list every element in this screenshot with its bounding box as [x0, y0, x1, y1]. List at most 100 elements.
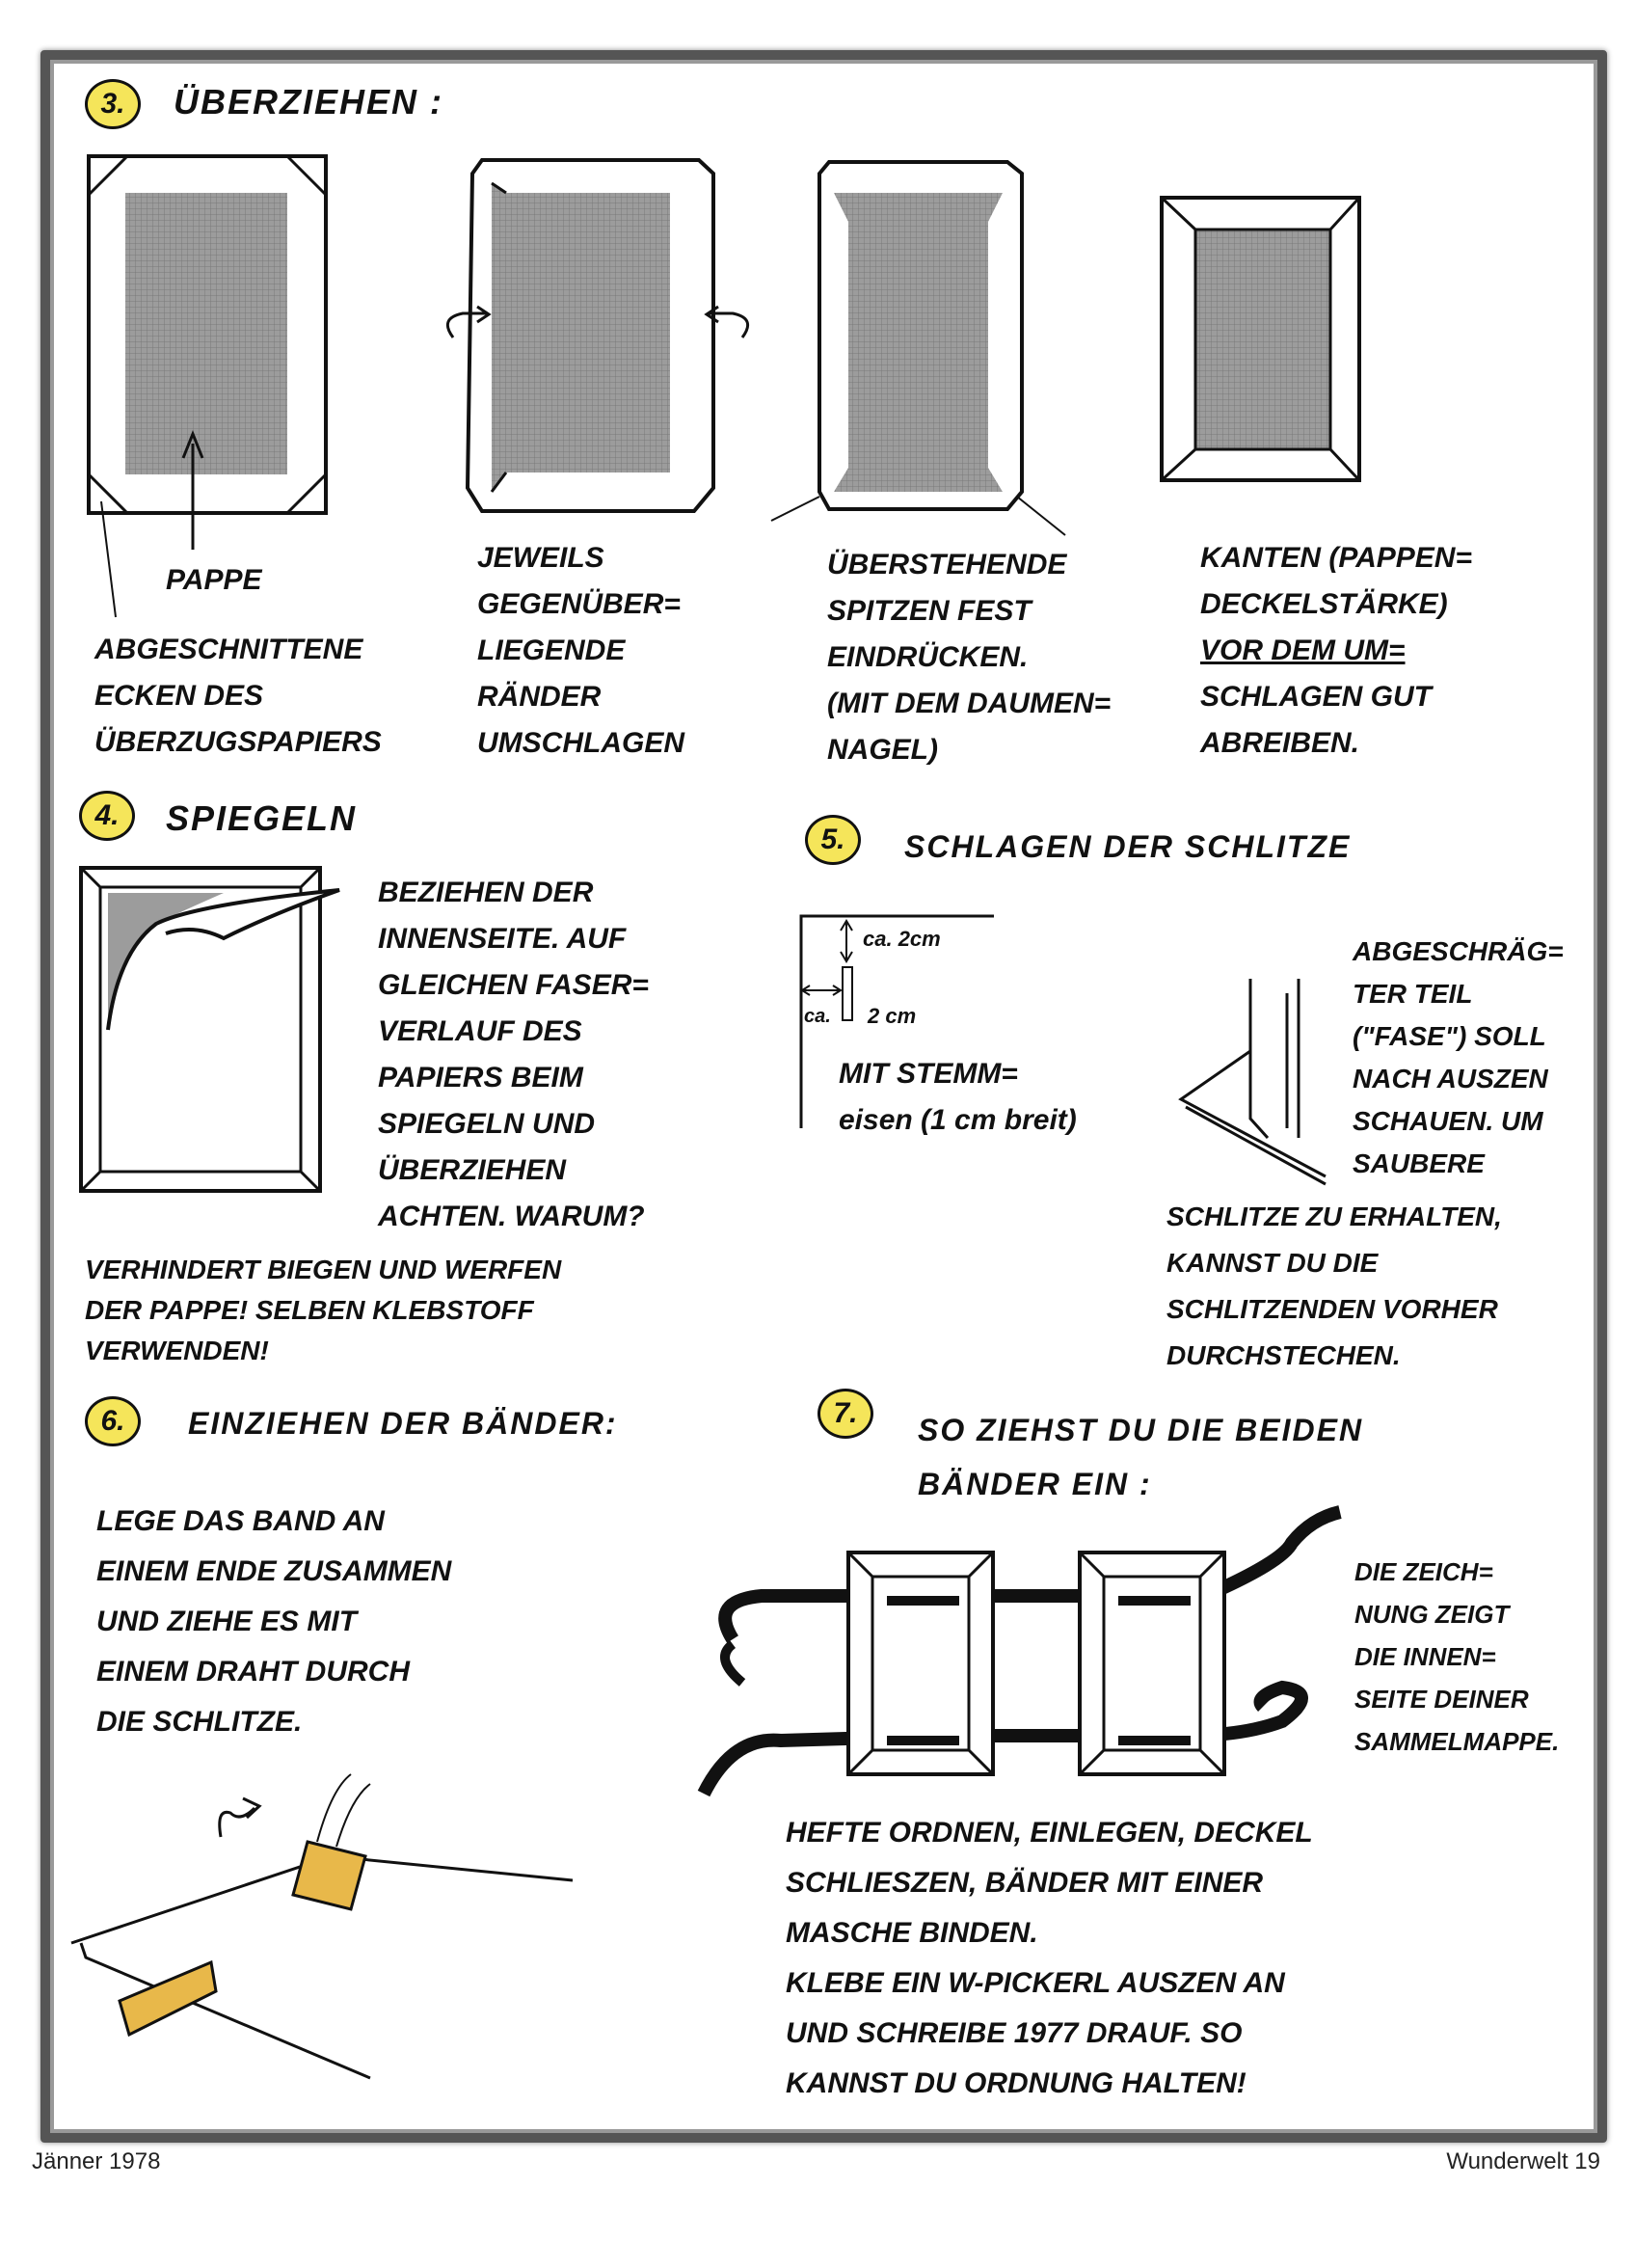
section-5-title: Schlagen der Schlitze	[904, 829, 1352, 864]
text-line: kannst du die	[1166, 1248, 1379, 1278]
caption-line: abreiben.	[1200, 727, 1360, 759]
slot-diagram	[799, 914, 994, 1128]
text-line: Sammelmappe.	[1354, 1727, 1560, 1756]
footer-page: Wunderwelt 19	[1446, 2148, 1600, 2174]
text-line: seite deiner	[1354, 1685, 1529, 1714]
text-line: durchstechen.	[1166, 1340, 1401, 1370]
text-line: eisen (1 cm breit)	[839, 1104, 1077, 1136]
text-line: die Schlitze.	[96, 1706, 303, 1738]
text-line: kannst du Ordnung halten!	[786, 2067, 1246, 2099]
panel-press-tips	[770, 160, 1066, 536]
ribbon-text: Lege das Band an einem Ende zusammen und…	[96, 1497, 451, 1747]
title-line: So ziehst du die beiden	[918, 1413, 1364, 1447]
text-line: Die Zeich=	[1354, 1557, 1493, 1586]
bevel-text: Abgeschräg= ter Teil ("Fase") soll nach …	[1353, 931, 1564, 1185]
text-line: der Pappe! Selben Klebstoff	[85, 1295, 534, 1325]
threading-illustration	[70, 1773, 574, 2080]
section-4-title: Spiegeln	[166, 798, 358, 838]
lining-illustration	[79, 866, 340, 1193]
inside-note: Die Zeich= nung zeigt die innen= seite d…	[1354, 1551, 1559, 1763]
panel-cut-corners	[87, 154, 328, 618]
text-line: einem Draht durch	[96, 1656, 410, 1688]
text-line: Mit Stemm=	[839, 1058, 1018, 1090]
caption-press-tips: Überstehende Spitzen fest eindrücken. (M…	[827, 542, 1111, 773]
tool-text: Mit Stemm= eisen (1 cm breit)	[839, 1051, 1077, 1144]
text-line: Abgeschräg=	[1353, 936, 1564, 966]
text-line: schauen. Um	[1353, 1106, 1543, 1136]
text-line: und ziehe es mit	[96, 1606, 358, 1637]
text-line: Masche binden.	[786, 1917, 1038, 1949]
caption-line: schlagen gut	[1200, 681, 1432, 713]
step-number-6: 6.	[85, 1396, 141, 1446]
lining-answer: Verhindert Biegen und Werfen der Pappe! …	[85, 1250, 561, 1371]
dim-length: 2 cm	[868, 1004, 917, 1028]
caption-line: Vor dem um=	[1200, 634, 1406, 666]
footer-date: Jänner 1978	[32, 2148, 161, 2174]
caption-line: Ecken des	[94, 680, 264, 712]
caption-line: Abgeschnittene	[94, 634, 363, 665]
step-number-7: 7.	[818, 1389, 873, 1439]
lining-text: Beziehen der Innenseite. Auf gleichen Fa…	[378, 870, 649, 1240]
caption-fold-edges: Jeweils gegenüber= liegende Ränder umsch…	[477, 535, 684, 767]
text-line: ter Teil	[1353, 979, 1473, 1009]
text-line: Papiers beim	[378, 1062, 583, 1094]
text-line: Überziehen	[378, 1154, 567, 1186]
ribbons-illustration	[697, 1505, 1342, 1797]
page-border	[40, 50, 1607, 2143]
cover-left	[846, 1551, 995, 1776]
cover-right	[1078, 1551, 1226, 1776]
text-line: Lege das Band an	[96, 1505, 385, 1537]
text-line: nach auszen	[1353, 1064, 1548, 1094]
text-line: Spiegeln und	[378, 1108, 596, 1140]
text-line: Verhindert Biegen und Werfen	[85, 1255, 562, 1284]
caption-line: umschlagen	[477, 727, 684, 759]
step-number-5: 5.	[805, 815, 861, 865]
step-number-3: 3.	[85, 79, 141, 129]
caption-line: liegende	[477, 634, 626, 666]
final-instructions: Hefte ordnen, einlegen, Deckel schliesze…	[786, 1808, 1313, 2109]
text-line: achten. Warum?	[378, 1201, 645, 1232]
text-line: gleichen Faser=	[378, 969, 649, 1001]
caption-line: eindrücken.	[827, 641, 1029, 673]
slot-tip-text: Schlitze zu erhalten, kannst du die Schl…	[1166, 1194, 1502, 1379]
caption-line: Jeweils	[477, 542, 604, 574]
text-line: schlieszen, Bänder mit einer	[786, 1867, 1264, 1899]
text-line: Innenseite. Auf	[378, 923, 627, 955]
caption-cut-corners: Abgeschnittene Ecken des Überzugspapiers	[94, 627, 382, 766]
dim-top: ca. 2cm	[863, 927, 941, 951]
text-line: verlauf des	[378, 1015, 582, 1047]
step-number-4: 4.	[79, 791, 135, 841]
panel-finished-edges	[1160, 196, 1361, 482]
caption-line: deckelstärke)	[1200, 588, 1448, 620]
caption-line: Überzugspapiers	[94, 726, 382, 758]
text-line: nung zeigt	[1354, 1600, 1510, 1629]
text-line: saubere	[1353, 1148, 1485, 1178]
caption-line: Ränder	[477, 681, 602, 713]
text-line: die innen=	[1354, 1642, 1496, 1671]
text-line: einem Ende zusammen	[96, 1555, 452, 1587]
text-line: Schlitzenden vorher	[1166, 1294, 1498, 1324]
caption-line: gegenüber=	[477, 588, 681, 620]
section-7-title: So ziehst du die beiden Bänder ein :	[918, 1403, 1363, 1511]
cover-illustrations	[87, 154, 1361, 618]
caption-line: Kanten (Pappen=	[1200, 542, 1472, 574]
caption-line: (Mit dem Daumen=	[827, 688, 1112, 719]
text-line: und schreibe 1977 drauf. So	[786, 2017, 1243, 2049]
dim-side: ca.	[804, 1006, 831, 1027]
caption-line: Überstehende	[827, 549, 1067, 580]
panel-fold-edges	[445, 158, 750, 513]
label-pappe: Pappe	[166, 564, 262, 596]
title-line: Bänder ein :	[918, 1467, 1152, 1501]
chisel-illustration	[1178, 979, 1327, 1186]
caption-line: Spitzen fest	[827, 595, 1032, 627]
text-line: Beziehen der	[378, 877, 594, 908]
section-6-title: Einziehen der Bänder:	[188, 1406, 618, 1441]
text-line: Hefte ordnen, einlegen, Deckel	[786, 1817, 1313, 1849]
section-3-title: Überziehen :	[174, 82, 444, 122]
text-line: verwenden!	[85, 1336, 269, 1365]
text-line: Klebe ein W-Pickerl auszen an	[786, 1967, 1285, 1999]
text-line: ("Fase") soll	[1353, 1021, 1546, 1051]
text-line: Schlitze zu erhalten,	[1166, 1202, 1502, 1231]
caption-finished-edges: Kanten (Pappen= deckelstärke) Vor dem um…	[1200, 535, 1472, 767]
caption-line: Nagel)	[827, 734, 938, 766]
